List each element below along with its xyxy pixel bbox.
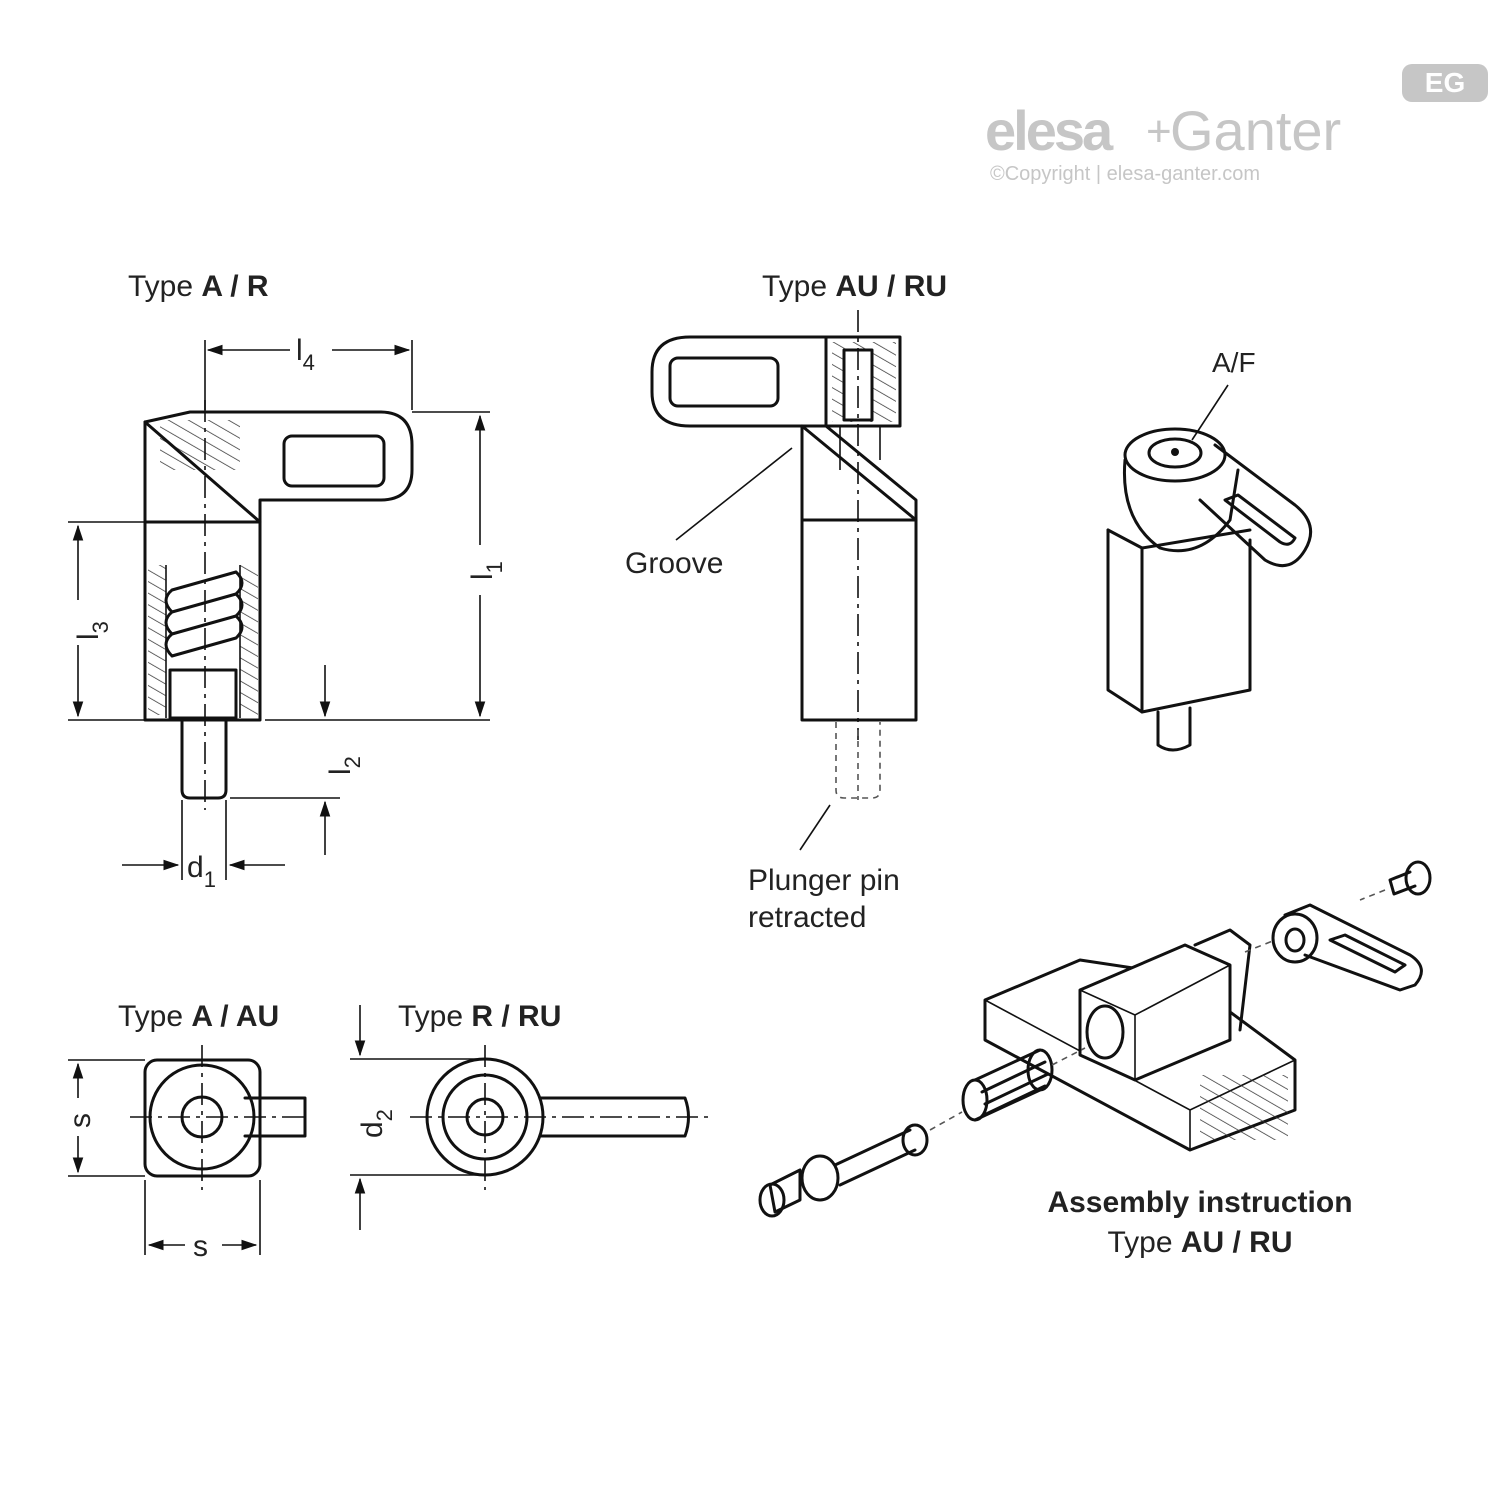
title-type-a-au: Type A / AU [118, 1000, 279, 1033]
dim-d2: d2 [356, 1109, 397, 1138]
dim-s-horizontal: s [193, 1230, 208, 1263]
view-type-au-ru: Type AU / RU Groove Plunger pin retracte… [625, 270, 947, 934]
brand-copyright: ©Copyright | elesa-ganter.com [990, 163, 1260, 185]
view-type-a-au: Type A / AU s s [64, 1000, 310, 1263]
spring-section [164, 570, 244, 658]
callout-plunger-line1: Plunger pin [748, 864, 900, 897]
dim-l3: l3 [72, 621, 113, 640]
callout-plunger-line2: retracted [748, 901, 866, 934]
view-type-r-ru: Type R / RU d2 [350, 1000, 710, 1230]
dim-l4: l4 [296, 334, 315, 375]
dim-s-vertical: s [64, 1113, 97, 1128]
dim-d1: d1 [187, 851, 216, 892]
lever-icon [1271, 903, 1423, 992]
assembly-title: Assembly instruction [1047, 1186, 1352, 1219]
view-type-a-r: Type A / R l4 l1 l3 [68, 270, 507, 892]
brand-plus: + [1146, 107, 1172, 156]
spring-icon [961, 1048, 1054, 1122]
callout-af: A/F [1212, 347, 1256, 378]
view-isometric: A/F [1106, 347, 1313, 752]
brand-badge-icon [1402, 64, 1488, 102]
brand-badge-text: EG [1425, 67, 1465, 98]
callout-groove: Groove [625, 547, 723, 580]
brand-logo: elesa + Ganter ©Copyright | elesa-ganter… [985, 64, 1488, 185]
title-type-a-r: Type A / R [128, 270, 269, 303]
plunger-pin-icon [758, 1123, 929, 1218]
title-type-r-ru: Type R / RU [398, 1000, 561, 1033]
view-assembly: Assembly instruction Type AU / RU [758, 860, 1432, 1259]
assembly-type: Type AU / RU [1107, 1226, 1292, 1259]
title-type-au-ru: Type AU / RU [762, 270, 947, 303]
brand-name-right: Ganter [1170, 99, 1341, 162]
dim-l1: l1 [466, 561, 507, 580]
dim-l2: l2 [324, 756, 365, 775]
brand-name-left: elesa [985, 99, 1114, 162]
screw-icon [1388, 860, 1432, 896]
